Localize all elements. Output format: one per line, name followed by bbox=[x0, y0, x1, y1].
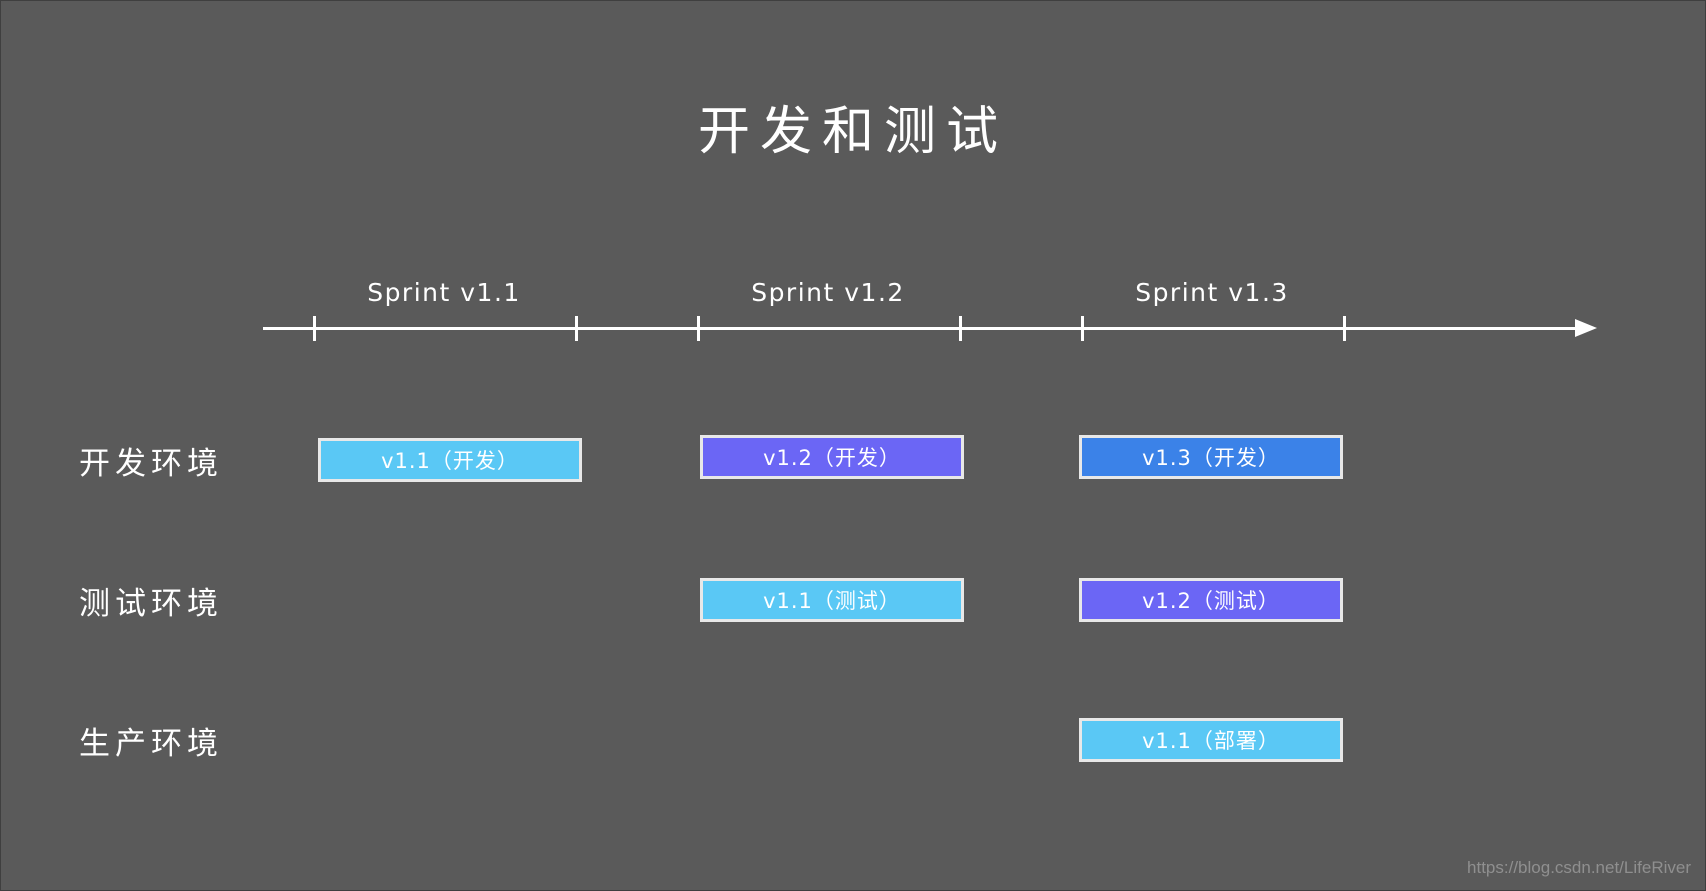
row-label-dev-environment: 开发环境 bbox=[79, 446, 223, 482]
timeline-tick-2 bbox=[697, 316, 700, 341]
sprint-label-2: Sprint v1.2 bbox=[751, 278, 905, 307]
task-v1-3-dev[interactable]: v1.3（开发） bbox=[1079, 435, 1343, 479]
page-title: 开发和测试 bbox=[697, 102, 1008, 162]
arrow-right-icon bbox=[1575, 319, 1597, 337]
timeline-axis: Sprint v1.1 Sprint v1.2 Sprint v1.3 bbox=[263, 278, 1597, 341]
sprint-label-3: Sprint v1.3 bbox=[1135, 278, 1289, 307]
timeline-tick-4 bbox=[1081, 316, 1084, 341]
sprint-label-1: Sprint v1.1 bbox=[367, 278, 521, 307]
task-v1-2-dev[interactable]: v1.2（开发） bbox=[700, 435, 964, 479]
row-label-prod-environment: 生产环境 bbox=[79, 726, 223, 762]
task-v1-1-deploy[interactable]: v1.1（部署） bbox=[1079, 718, 1343, 762]
watermark: https://blog.csdn.net/LifeRiver bbox=[1467, 858, 1691, 877]
axis-line bbox=[263, 327, 1585, 330]
row-label-test-environment: 测试环境 bbox=[79, 586, 223, 622]
timeline-tick-3 bbox=[959, 316, 962, 341]
timeline-tick-1 bbox=[575, 316, 578, 341]
timeline-tick-0 bbox=[313, 316, 316, 341]
task-v1-2-test[interactable]: v1.2（测试） bbox=[1079, 578, 1343, 622]
timeline-tick-5 bbox=[1343, 316, 1346, 341]
task-v1-1-dev[interactable]: v1.1（开发） bbox=[318, 438, 582, 482]
task-v1-1-test[interactable]: v1.1（测试） bbox=[700, 578, 964, 622]
